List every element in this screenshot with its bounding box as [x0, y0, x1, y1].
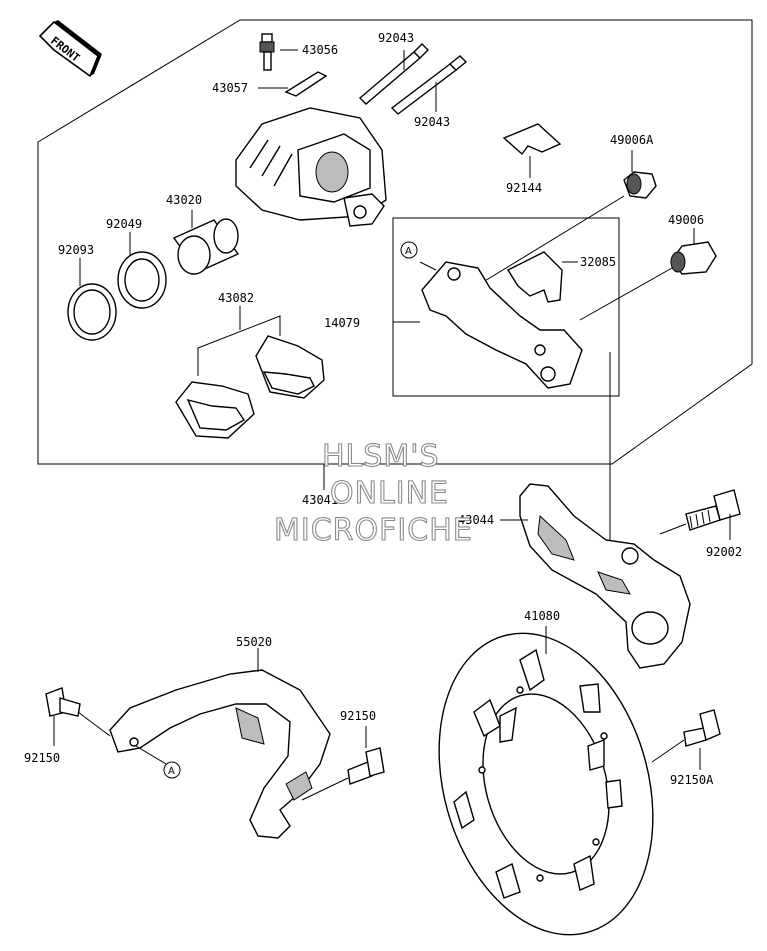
label-49006: 49006: [668, 213, 704, 227]
label-43056: 43056: [302, 43, 338, 57]
label-92049: 92049: [106, 217, 142, 231]
watermark: HLSM'S ONLINE MICROFICHE: [273, 438, 473, 548]
svg-text:A: A: [405, 246, 412, 257]
label-55020: 55020: [236, 635, 272, 649]
piston-seal: [117, 232, 167, 309]
pad-pin-2: [390, 55, 468, 115]
label-43044: 43044: [458, 513, 494, 527]
label-43041: 43041: [302, 493, 338, 507]
svg-text:HLSM'S: HLSM'S: [322, 439, 440, 474]
svg-text:A: A: [168, 766, 175, 777]
pad-retainer: [506, 251, 578, 303]
label-14079: 14079: [324, 316, 360, 330]
ref-circle-a-upper: A: [400, 241, 418, 259]
caliper-body: [235, 107, 387, 227]
label-92093: 92093: [58, 243, 94, 257]
bleeder-screw: [259, 33, 298, 71]
label-32085: 32085: [580, 255, 616, 269]
brake-pads: [175, 306, 325, 439]
label-49006A: 49006A: [610, 133, 654, 147]
label-41080: 41080: [524, 609, 560, 623]
label-92144: 92144: [506, 181, 542, 195]
caliper-bracket: [393, 261, 583, 389]
label-92150-left: 92150: [24, 751, 60, 765]
svg-text:ONLINE: ONLINE: [330, 476, 449, 511]
bolt-92002: [659, 489, 741, 540]
piston: [172, 210, 240, 275]
pad-spring: [258, 71, 328, 97]
brake-disc: [438, 626, 654, 936]
label-43020: 43020: [166, 193, 202, 207]
label-92002: 92002: [706, 545, 742, 559]
ref-circle-a-lower: A: [135, 745, 181, 779]
svg-text:MICROFICHE: MICROFICHE: [274, 513, 473, 548]
bolt-92150A: [651, 709, 721, 770]
label-43057: 43057: [212, 81, 248, 95]
label-92043-top: 92043: [378, 31, 414, 45]
pad-pin-1: [358, 43, 429, 105]
label-92150-right: 92150: [340, 709, 376, 723]
label-92150A: 92150A: [670, 773, 714, 787]
label-92043-bottom: 92043: [414, 115, 450, 129]
bolt-92150-right: [301, 726, 385, 801]
assembly-outline: [37, 19, 753, 465]
pad-clip: [502, 123, 562, 178]
boot-a: [469, 150, 657, 291]
boot-b: [579, 228, 717, 321]
label-43082: 43082: [218, 291, 254, 305]
caliper-holder: [500, 483, 691, 669]
front-arrow-tag: FRONT: [38, 20, 102, 78]
bolt-92150-left: [45, 687, 111, 746]
bracket-subassembly-box: [392, 217, 620, 397]
disc-guard: [109, 648, 331, 839]
dust-seal: [67, 258, 117, 341]
